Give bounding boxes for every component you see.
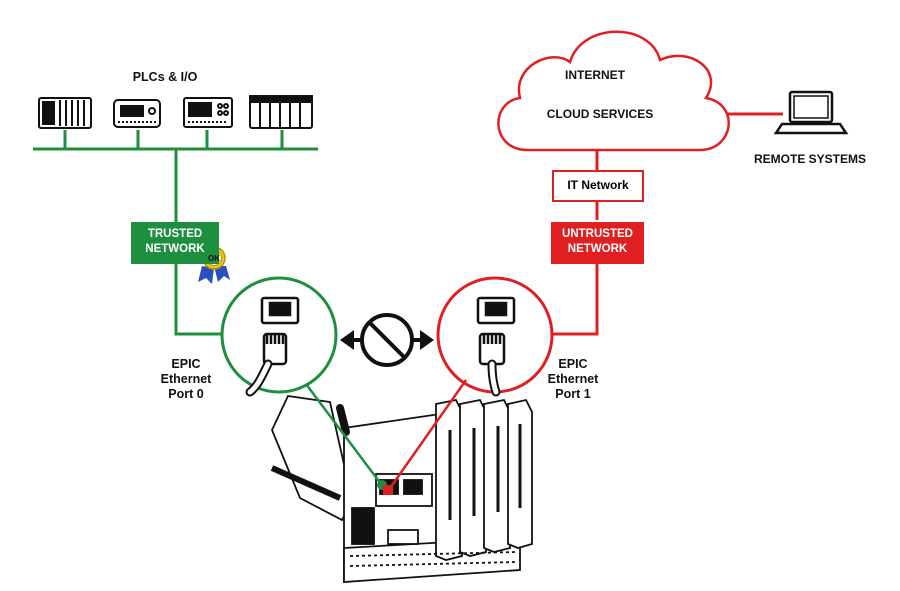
trusted-network-badge: TRUSTED NETWORK [131, 222, 219, 264]
trusted-line1: TRUSTED [147, 228, 203, 240]
port1-link [383, 379, 468, 495]
remote-systems-label: REMOTE SYSTEMS [753, 152, 866, 166]
untrusted-line1: UNTRUSTED [562, 228, 633, 240]
plc-device-1 [38, 97, 92, 129]
epic-controller [270, 395, 533, 584]
port1-line3: Port 1 [555, 387, 591, 401]
ok-ribbon-text: OK [208, 254, 220, 263]
trusted-bus [33, 130, 318, 336]
port0-zoom [220, 276, 338, 397]
plc-device-4 [249, 95, 313, 129]
port1-label: EPIC Ethernet Port 1 [533, 357, 613, 402]
internet-label: INTERNET [565, 68, 625, 82]
port0-label: EPIC Ethernet Port 0 [146, 357, 226, 402]
untrusted-line2: NETWORK [567, 243, 628, 255]
port0-line3: Port 0 [168, 387, 204, 401]
it-network-box: IT Network [552, 170, 644, 202]
trusted-line2: NETWORK [145, 243, 205, 255]
plc-device-2 [113, 99, 161, 128]
port1-zoom [436, 276, 554, 397]
cloud-shape [497, 30, 730, 152]
port0-line2: Ethernet [160, 372, 212, 386]
plc-device-3 [183, 97, 233, 128]
cloud-services-label: CLOUD SERVICES [546, 107, 654, 121]
port1-line1: EPIC [558, 357, 588, 371]
untrusted-path [545, 112, 783, 336]
laptop-icon [773, 90, 849, 135]
no-connection-icon [340, 313, 434, 367]
untrusted-network-badge: UNTRUSTED NETWORK [551, 222, 644, 264]
port0-line1: EPIC [171, 357, 201, 371]
plcs-io-label: PLCs & I/O [132, 70, 198, 84]
port1-line2: Ethernet [547, 372, 599, 386]
